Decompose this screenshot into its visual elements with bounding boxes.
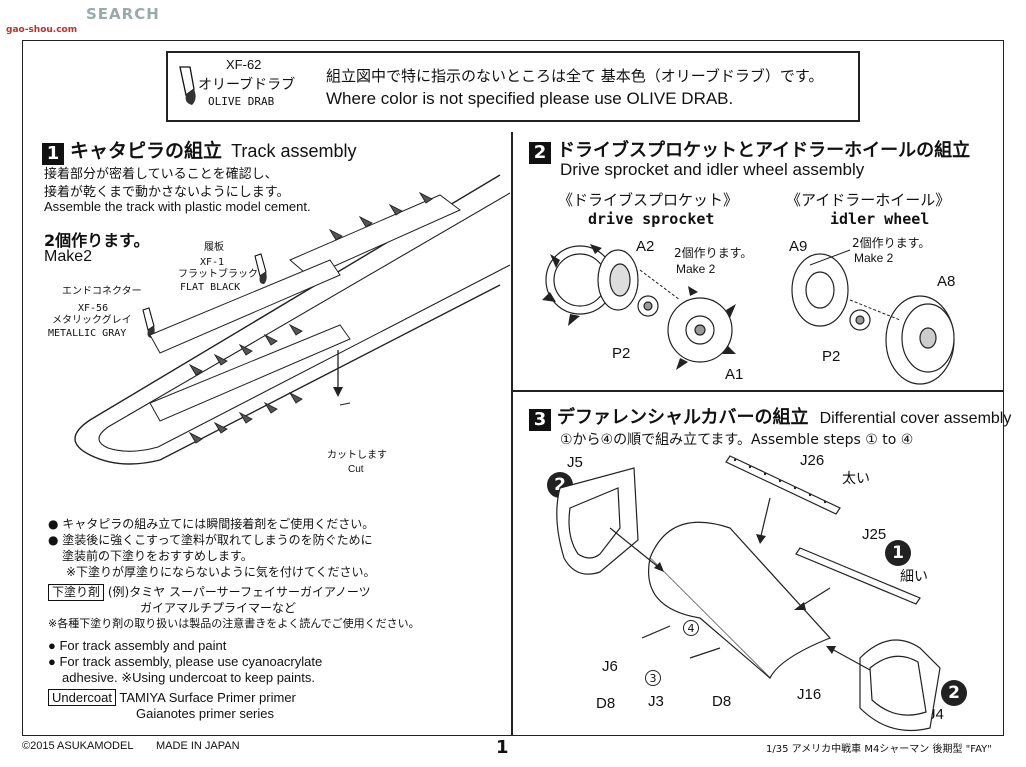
note-jp-3: 塗装前の下塗りをおすすめします。: [62, 549, 253, 563]
part-j25: J25: [862, 526, 887, 543]
sprocket-make-jp: 2個作ります。: [674, 246, 753, 260]
watermark-brand: SEARCH: [86, 5, 160, 23]
step1-instr-jp1: 接着部分が密着していることを確認し、: [44, 167, 278, 182]
shoe-label: 履板: [204, 242, 224, 253]
paint-code: XF-62: [226, 57, 262, 72]
idler-illustration: [791, 249, 955, 385]
cut-label-jp: カットします: [327, 450, 387, 461]
idler-make-jp: 2個作ります。: [852, 236, 931, 250]
undercoat-row: Undercoat TAMIYA Surface Primer primer: [48, 689, 296, 706]
page-frame: [22, 40, 1004, 736]
watermark-logo: SEARCH gao-shou.com: [4, 4, 164, 38]
footer-made-in: MADE IN JAPAN: [156, 740, 240, 752]
connector-label: エンドコネクター: [62, 286, 142, 297]
step1-instr-en: Assemble the track with plastic model ce…: [44, 199, 311, 214]
part-a8: A8: [937, 273, 956, 290]
paint-name-jp: オリーブドラブ: [198, 77, 296, 93]
note-en-3: adhesive. ※Using undercoat to keep paint…: [62, 670, 315, 685]
color-note-box: XF-62 オリーブドラブ OLIVE DRAB 組立図中で特に指示のないところ…: [166, 51, 860, 122]
note-jp-4: ※下塗りが厚塗りにならないように気を付けてください。: [66, 565, 376, 579]
part-j26: J26: [800, 452, 825, 469]
idler-title-en: idler wheel: [830, 210, 930, 228]
connector-paint-jp: メタリックグレイ: [52, 315, 132, 326]
color-note-jp: 組立図中で特に指示のないところは全て 基本色（オリーブドラブ）です。: [326, 67, 824, 85]
step1-make-en: Make2: [44, 248, 93, 265]
paint-brush-icon: [179, 66, 196, 105]
cut-label-en: Cut: [348, 464, 364, 475]
step1-title-jp: キャタピラの組立: [70, 140, 223, 162]
undercoat-badge: Undercoat: [48, 689, 116, 706]
primer-example-jp-1: (例)タミヤ スーパーサーフェイサーガイアノーツ: [107, 585, 371, 599]
horizontal-divider: [511, 390, 1004, 392]
part-d8-right: D8: [712, 693, 732, 710]
sprocket-title-jp: 《ドライブスプロケット》: [558, 191, 739, 209]
primer-badge-jp: 下塗り剤: [48, 584, 105, 601]
part-a2: A2: [636, 238, 655, 255]
color-note-en: Where color is not specified please use …: [326, 89, 734, 108]
part-p2-sprocket: P2: [612, 345, 631, 362]
footer-product: 1/35 アメリカ中戦車 M4シャーマン 後期型 "FAY": [766, 744, 992, 755]
step2-header: 2 ドライブスプロケットとアイドラーホイールの組立: [529, 136, 970, 164]
step1-number: 1: [42, 143, 64, 165]
paint-name-en: OLIVE DRAB: [208, 95, 275, 108]
connector-paint-en: METALLIC GRAY: [48, 328, 127, 339]
primer-caution-jp: ※各種下塗り剤の取り扱いは製品の注意書きをよく読んでご使用ください。: [48, 617, 420, 630]
order-badge-1: 1: [885, 540, 911, 566]
idler-make-en: Make 2: [854, 251, 894, 265]
note-jp-1: ● キャタピラの組み立てには瞬間接着剤をご使用ください。: [48, 517, 375, 531]
footer-copyright: ©2015 ASUKAMODEL: [22, 740, 134, 752]
sprocket-illustration: [542, 244, 736, 370]
thin-label: 細い: [900, 569, 928, 585]
note-en-2: ● For track assembly, please use cyanoac…: [48, 654, 323, 669]
undercoat-1: TAMIYA Surface Primer primer: [119, 690, 296, 705]
vertical-divider: [511, 132, 513, 736]
step1-notes-en: ● For track assembly and paint ● For tra…: [48, 638, 322, 686]
part-j5: J5: [567, 454, 583, 471]
order-badge-3: 3: [645, 670, 661, 686]
step2-title-en: Drive sprocket and idler wheel assembly: [560, 160, 865, 179]
part-j16: J16: [797, 686, 822, 703]
sprocket-title-en: drive sprocket: [588, 210, 715, 228]
step3-title-en: Differential cover assembly: [819, 410, 1012, 427]
primer-example-jp-2: ガイアマルチプライマーなど: [140, 601, 297, 615]
step3-header: 3 デファレンシャルカバーの組立 Differential cover assem…: [529, 403, 1011, 431]
thick-label: 太い: [842, 471, 870, 487]
sprocket-make-en: Make 2: [676, 262, 716, 276]
shoe-paint-en: FLAT BLACK: [180, 282, 241, 293]
idler-title-jp: 《アイドラーホイール》: [786, 191, 951, 209]
part-j6: J6: [602, 658, 618, 675]
part-p2-idler: P2: [822, 348, 841, 365]
watermark-brand-icon: [4, 4, 64, 24]
shoe-code: XF-1: [200, 257, 225, 268]
track-illustration: [74, 174, 511, 465]
footer-page-number: 1: [496, 737, 509, 758]
shoe-brush-icon: [254, 253, 267, 284]
step2-number: 2: [529, 142, 551, 164]
part-a1: A1: [725, 366, 744, 383]
note-en-1: ● For track assembly and paint: [48, 638, 227, 653]
step3-number: 3: [529, 409, 551, 431]
shoe-paint-jp: フラットブラック: [178, 269, 258, 280]
part-a9: A9: [789, 238, 808, 255]
part-d8-left: D8: [596, 695, 616, 712]
order-badge-2-right: 2: [941, 680, 967, 706]
step2-title-jp: ドライブスプロケットとアイドラーホイールの組立: [557, 140, 971, 161]
differential-illustration: [556, 455, 941, 732]
step1-header: 1 キャタピラの組立 Track assembly: [42, 136, 356, 165]
step1-make-jp: 2個作ります。: [44, 231, 150, 250]
note-jp-2: ● 塗装後に強くこすって塗料が取れてしまうのを防ぐために: [48, 533, 373, 547]
step3-title-jp: デファレンシャルカバーの組立: [557, 407, 809, 428]
part-j3: J3: [648, 693, 664, 710]
step1-instr-jp2: 接着が乾くまで動かさないようにします。: [44, 185, 290, 200]
watermark-url: gao-shou.com: [6, 25, 78, 35]
step3-order-text: ①から④の順で組み立てます。Assemble steps ① to ④: [560, 432, 914, 448]
step1-title-en: Track assembly: [231, 141, 357, 161]
order-badge-4: 4: [683, 620, 699, 636]
step1-notes-jp: ● キャタピラの組み立てには瞬間接着剤をご使用ください。 ● 塗装後に強くこすっ…: [48, 516, 375, 580]
primer-row: 下塗り剤 (例)タミヤ スーパーサーフェイサーガイアノーツ: [48, 584, 371, 601]
undercoat-2: Gaianotes primer series: [136, 706, 274, 721]
connector-code: XF-56: [78, 303, 109, 314]
